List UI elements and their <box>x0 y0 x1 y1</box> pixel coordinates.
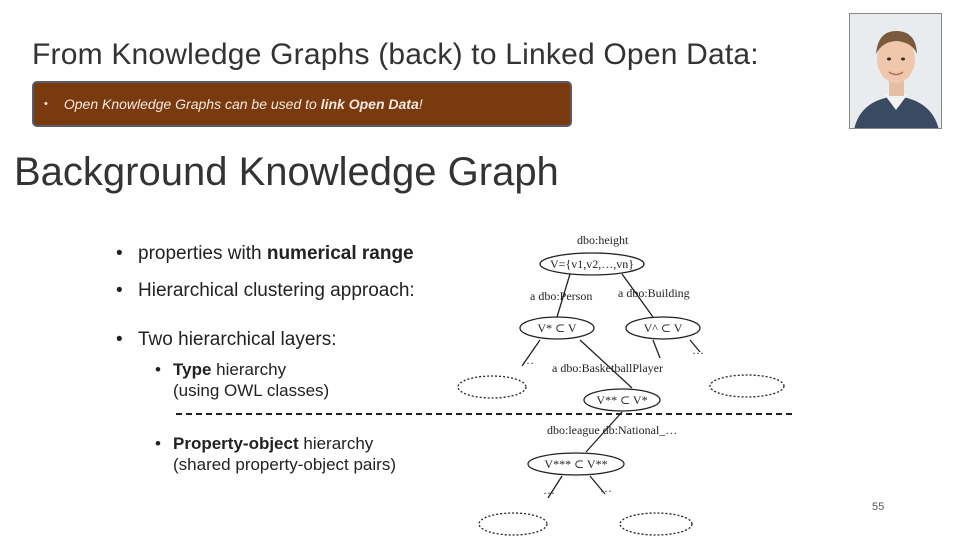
node-league-label: V*** ⊂ V** <box>544 457 607 471</box>
presenter-photo <box>849 13 942 129</box>
banner-bullet: • <box>44 98 48 110</box>
info-banner: • Open Knowledge Graphs can be used to l… <box>32 81 572 127</box>
label-person: a dbo:Person <box>530 289 592 303</box>
label-height: dbo:height <box>577 233 629 247</box>
bullet-layers: •Two hierarchical layers: <box>116 329 337 350</box>
ellipsis-2: … <box>692 343 704 357</box>
node-dotted-4 <box>619 512 693 536</box>
sub-bullet-type-hierarchy: • Type hierarchy (using OWL classes) <box>155 360 330 400</box>
node-player <box>583 388 661 412</box>
bullet-numerical-range: •properties with numerical range <box>116 243 414 264</box>
ellipsis-1: … <box>522 353 534 367</box>
node-building <box>625 316 701 340</box>
label-basketball-player: a dbo:BasketballPlayer <box>552 361 663 375</box>
node-dotted-3 <box>478 512 548 536</box>
slide-number: 55 <box>872 501 885 513</box>
label-building: a dbo:Building <box>618 286 690 300</box>
banner-bold-text: link Open Data <box>320 96 419 112</box>
ellipsis-4: … <box>600 481 612 495</box>
sub-bullet-property-hierarchy: • Property-object hierarchy (shared prop… <box>155 434 396 474</box>
banner-text: Open Knowledge Graphs can be used to lin… <box>63 96 423 112</box>
ellipsis-3: … <box>543 483 555 497</box>
node-dotted-2 <box>709 374 785 398</box>
node-person <box>519 316 595 340</box>
node-building-label: V^ ⊂ V <box>644 321 683 335</box>
layer-separator <box>176 413 792 415</box>
node-root-label: V={v1,v2,…,vn} <box>550 257 634 271</box>
bullet-clustering: •Hierarchical clustering approach: <box>116 280 415 301</box>
node-player-label: V** ⊂ V* <box>596 393 647 407</box>
node-dotted-1 <box>457 375 527 399</box>
hierarchy-diagram: dbo:height V={v1,v2,…,vn} a dbo:Person a… <box>457 233 785 536</box>
node-person-label: V* ⊂ V <box>537 321 577 335</box>
section-heading: Background Knowledge Graph <box>14 150 559 194</box>
label-league: dbo:league db:National_… <box>547 423 677 437</box>
node-root <box>539 252 645 276</box>
person-photo-icon <box>850 14 941 128</box>
slide-title: From Knowledge Graphs (back) to Linked O… <box>32 38 759 71</box>
node-league <box>527 452 625 476</box>
